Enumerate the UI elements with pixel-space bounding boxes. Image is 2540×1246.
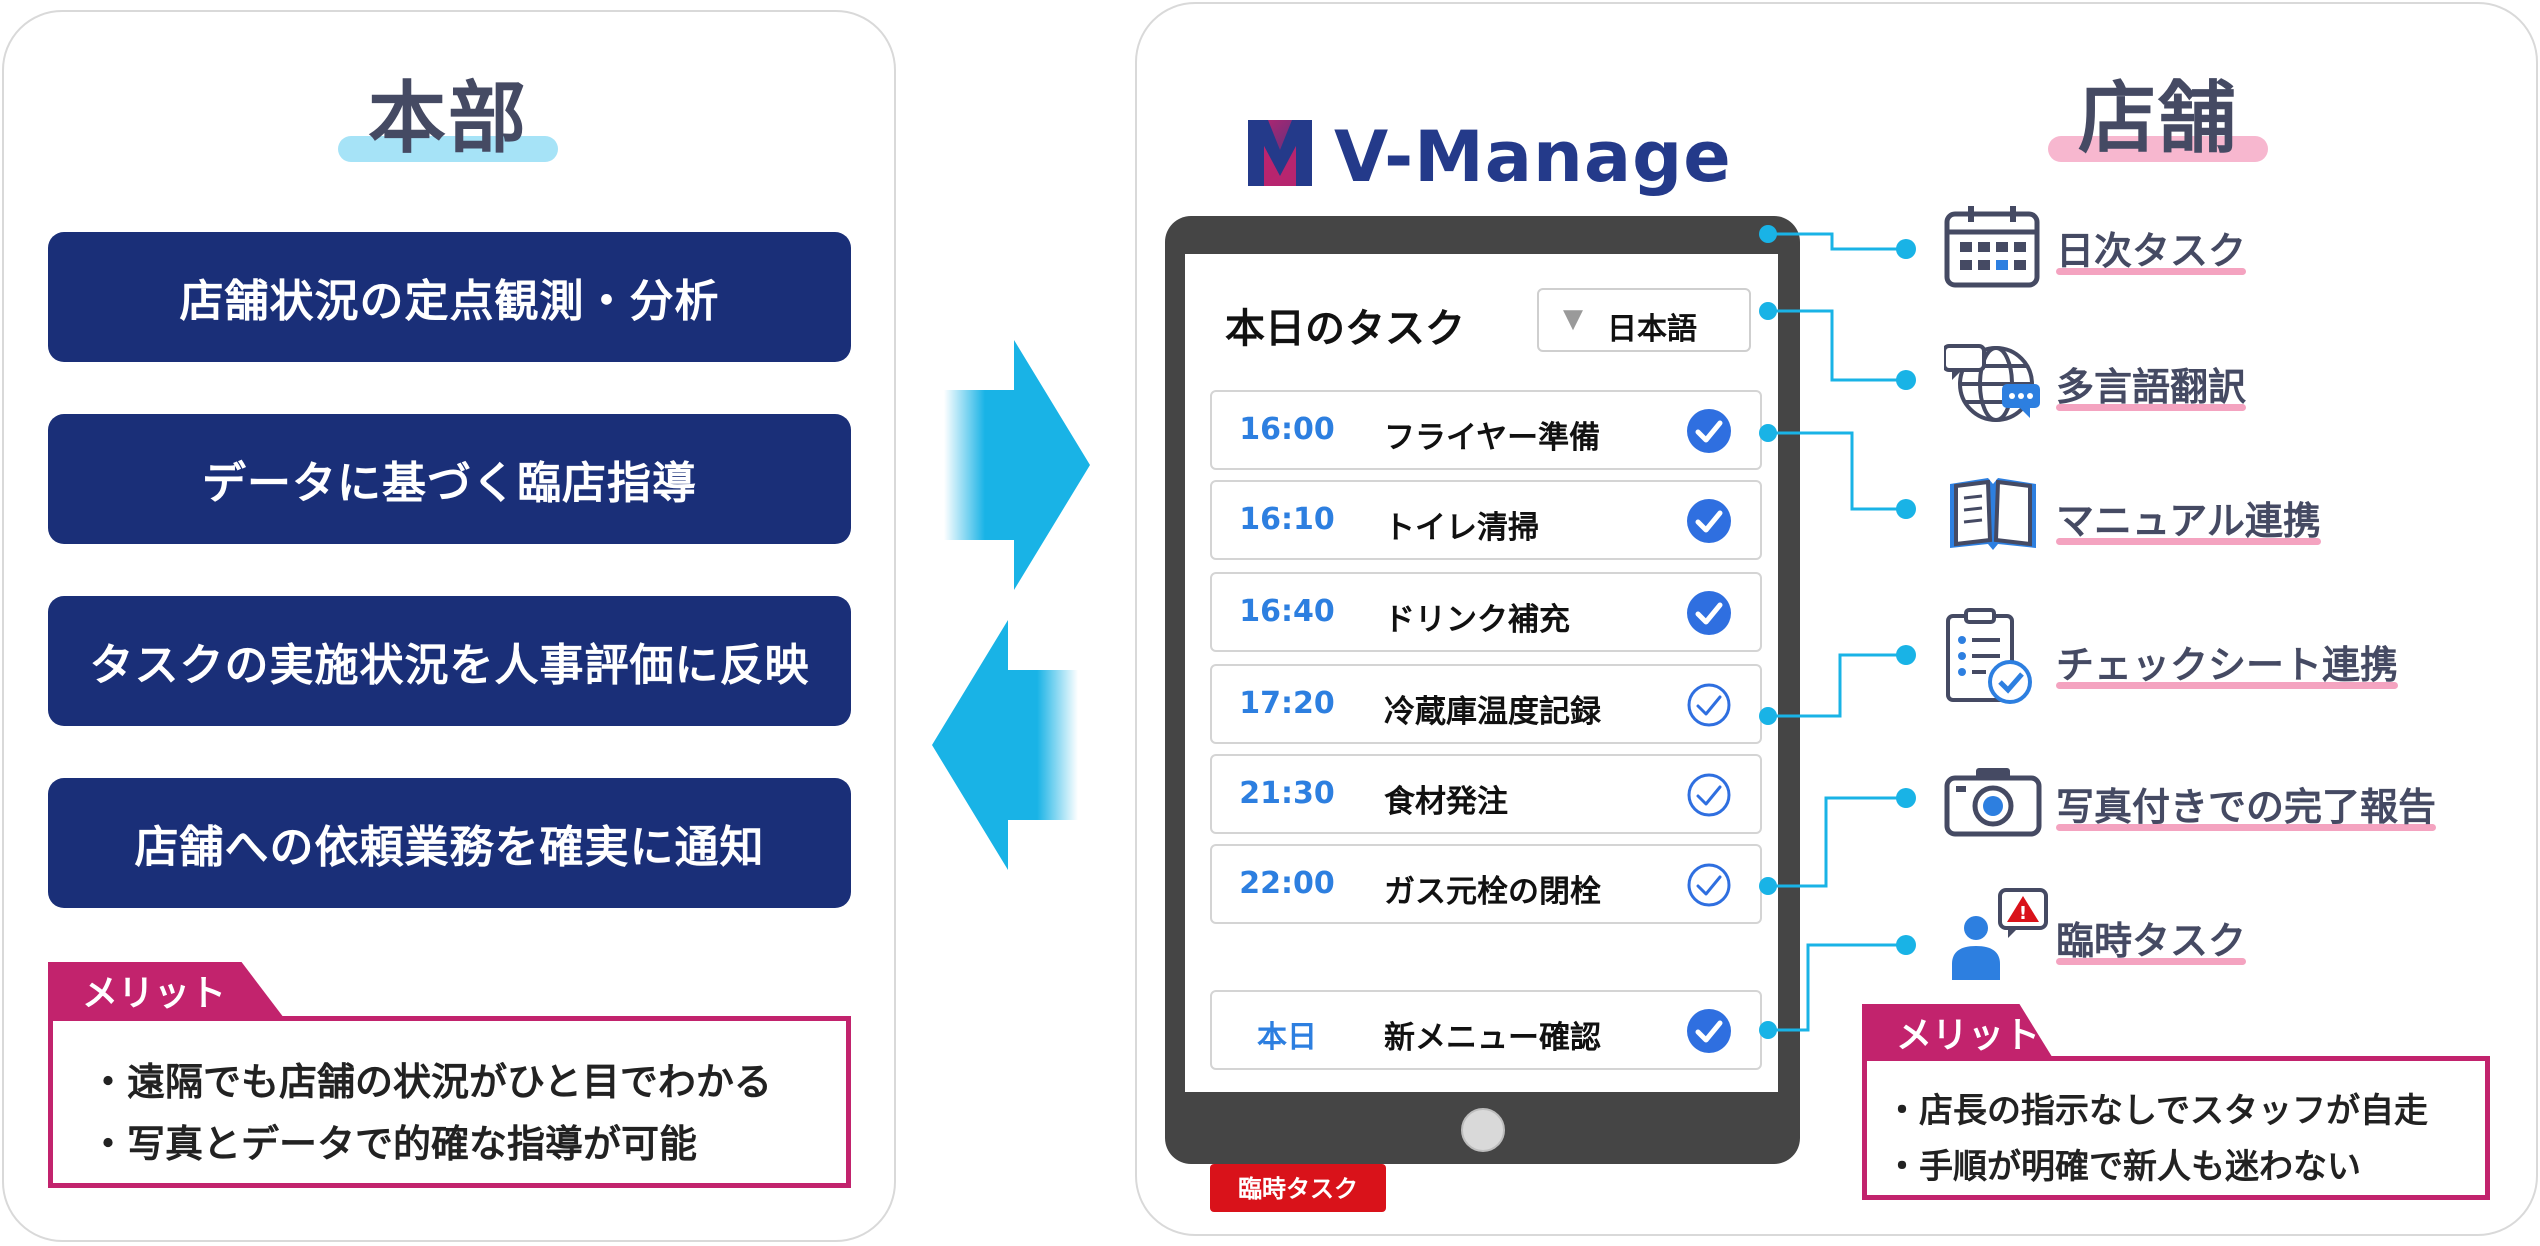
task-row[interactable]: 16:10 トイレ清掃 — [1210, 480, 1762, 560]
feature-label-checksheet: チェックシート連携 — [2056, 643, 2399, 689]
check-outline-icon[interactable] — [1686, 862, 1732, 908]
task-name: 冷蔵庫温度記録 — [1384, 694, 1601, 730]
feature-label-translation: 多言語翻訳 — [2056, 365, 2247, 411]
task-time: 22:00 — [1239, 866, 1335, 901]
brand-name: V-Manage — [1334, 116, 1732, 198]
check-filled-icon[interactable] — [1686, 408, 1732, 454]
language-value: 日本語 — [1607, 312, 1697, 347]
store-merit-box: ・店長の指示なしでスタッフが自走 ・手順が明確で新人も迷わない — [1862, 1056, 2490, 1200]
hq-card-evaluation: タスクの実施状況を人事評価に反映 — [48, 596, 851, 726]
check-filled-icon[interactable] — [1686, 498, 1732, 544]
arrow-left-icon — [932, 620, 1078, 870]
task-time: 本日 — [1257, 1020, 1317, 1055]
task-row[interactable]: 本日 新メニュー確認 — [1210, 990, 1762, 1070]
feature-label-photo-report: 写真付きでの完了報告 — [2056, 785, 2437, 831]
task-row[interactable]: 16:00 フライヤー準備 — [1210, 390, 1762, 470]
hq-merit-item: ・遠隔でも店舗の状況がひと目でわかる — [89, 1060, 772, 1104]
tablet-screen: 本日のタスク ▼ 日本語 16:00 フライヤー準備 16:10 トイレ清掃 16:40… — [1185, 254, 1778, 1212]
check-filled-icon[interactable] — [1686, 590, 1732, 636]
task-time: 21:30 — [1239, 776, 1335, 811]
task-time: 16:10 — [1239, 502, 1335, 537]
globe-chat-icon — [1944, 344, 2040, 422]
arrow-right-icon — [944, 340, 1090, 590]
check-outline-icon[interactable] — [1686, 682, 1732, 728]
task-name: フライヤー準備 — [1384, 420, 1601, 456]
task-time: 17:20 — [1239, 686, 1335, 721]
manual-book-icon — [1950, 478, 2036, 550]
task-name: ドリンク補充 — [1384, 602, 1570, 638]
task-name: 新メニュー確認 — [1384, 1020, 1601, 1056]
calendar-icon — [1944, 206, 2040, 288]
v-manage-logo-icon — [1248, 120, 1312, 186]
checklist-icon — [1946, 608, 2032, 704]
hq-heading: 本部 — [338, 56, 559, 168]
task-row[interactable]: 16:40 ドリンク補充 — [1210, 572, 1762, 652]
task-row[interactable]: 17:20 冷蔵庫温度記録 — [1210, 664, 1762, 744]
tablet-device: 本日のタスク ▼ 日本語 16:00 フライヤー準備 16:10 トイレ清掃 16:40… — [1165, 216, 1800, 1212]
temp-task-badge-label: 臨時タスク — [1238, 1175, 1358, 1203]
svg-text:!: ! — [2019, 903, 2027, 924]
store-heading: 店舗 — [2048, 56, 2269, 168]
hq-merit-item: ・写真とデータで的確な指導が可能 — [89, 1122, 698, 1166]
hq-card-monitoring: 店舗状況の定点観測・分析 — [48, 232, 851, 362]
camera-icon — [1944, 768, 2042, 837]
language-select[interactable]: ▼ 日本語 — [1537, 288, 1751, 352]
store-merit-tab: メリット — [1862, 1004, 2054, 1060]
feature-label-temp-task: 臨時タスク — [2056, 919, 2247, 965]
feature-label-daily-task: 日次タスク — [2056, 229, 2247, 275]
tablet-home-button[interactable] — [1461, 1108, 1505, 1152]
hq-merit-box: ・遠隔でも店舗の状況がひと目でわかる ・写真とデータで的確な指導が可能 — [48, 1016, 851, 1188]
task-time: 16:40 — [1239, 594, 1335, 629]
person-alert-icon: ! — [1952, 888, 2048, 980]
dropdown-caret-icon: ▼ — [1563, 304, 1583, 334]
task-time: 16:00 — [1239, 412, 1335, 447]
hq-card-guidance: データに基づく臨店指導 — [48, 414, 851, 544]
task-row[interactable]: 21:30 食材発注 — [1210, 754, 1762, 834]
check-filled-icon[interactable] — [1686, 1008, 1732, 1054]
task-name: トイレ清掃 — [1384, 510, 1539, 546]
feature-label-manual: マニュアル連携 — [2056, 499, 2321, 545]
store-merit-item: ・手順が明確で新人も迷わない — [1885, 1147, 2361, 1187]
task-name: ガス元栓の閉栓 — [1384, 874, 1601, 910]
hq-card-notification: 店舗への依頼業務を確実に通知 — [48, 778, 851, 908]
task-row[interactable]: 22:00 ガス元栓の閉栓 — [1210, 844, 1762, 924]
hq-merit-tab: メリット — [48, 962, 284, 1018]
today-task-title: 本日のタスク — [1225, 306, 1465, 352]
store-merit-item: ・店長の指示なしでスタッフが自走 — [1885, 1091, 2428, 1131]
task-name: 食材発注 — [1384, 784, 1508, 820]
check-outline-icon[interactable] — [1686, 772, 1732, 818]
temp-task-badge: 臨時タスク — [1210, 1164, 1386, 1212]
